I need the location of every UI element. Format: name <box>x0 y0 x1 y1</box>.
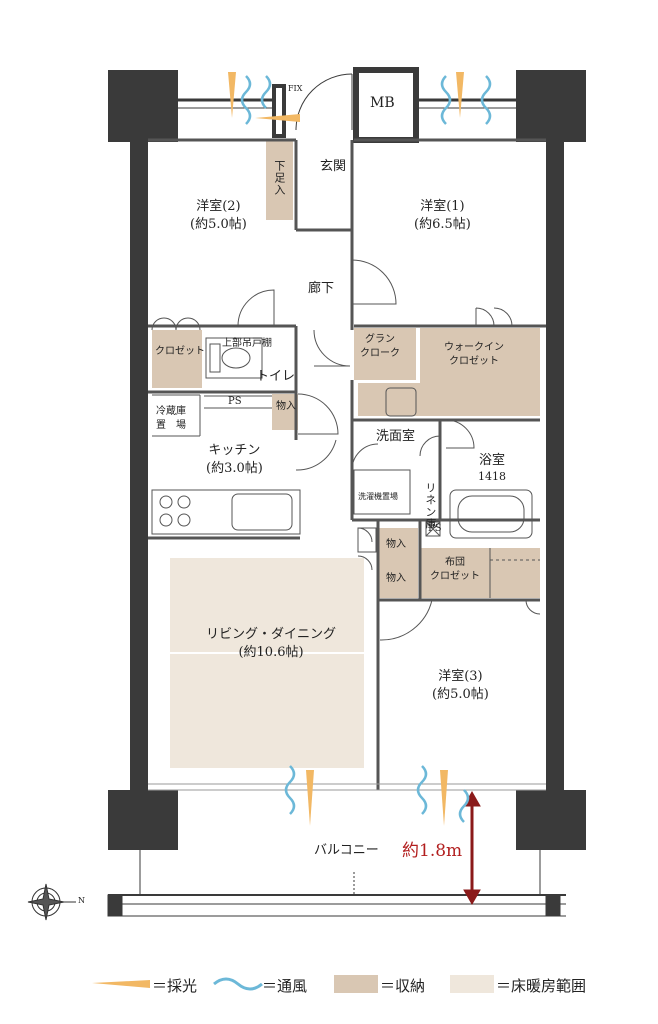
bath-size: 1418 <box>478 469 506 483</box>
room-western3: 洋室(3) (約5.0帖) <box>432 668 489 703</box>
kitchen-name: キッチン <box>208 443 261 458</box>
living-size: (約10.6帖) <box>238 644 304 660</box>
mb-label: MB <box>370 95 395 111</box>
storage-label-2: 物入 <box>386 539 406 550</box>
upper-cabinet-label: 上部吊戸棚 <box>222 338 272 349</box>
legend-storage-text: ＝収納 <box>380 976 426 995</box>
futon-closet-label: 布団 クロゼット <box>430 556 480 583</box>
western3-size: (約5.0帖) <box>432 686 489 702</box>
western2-name: 洋室(2) <box>196 199 241 214</box>
washroom-label: 洗面室 <box>376 429 416 444</box>
toilet-label: トイレ <box>256 369 296 384</box>
room-western1: 洋室(1) (約6.5帖) <box>414 198 471 233</box>
western3-name: 洋室(3) <box>438 669 483 684</box>
dimension-arrow <box>463 790 481 906</box>
living-name: リビング・ダイニング <box>206 627 337 642</box>
legend-light-text: ＝採光 <box>152 976 198 995</box>
legend-wind-text: ＝通風 <box>262 976 308 995</box>
kitchen-size: (約3.0帖) <box>206 460 263 476</box>
grand-cloak-line1: グラン <box>365 334 395 345</box>
room-western2: 洋室(2) (約5.0帖) <box>190 198 247 233</box>
storage-label-1: 物入 <box>276 401 296 412</box>
wind-indicators <box>240 75 492 823</box>
entrance-label: 玄関 <box>320 159 347 174</box>
closet-label: クロゼット <box>155 346 205 357</box>
room-living: リビング・ダイニング (約10.6帖) <box>206 626 336 661</box>
room-kitchen: キッチン (約3.0帖) <box>206 442 263 477</box>
fixtures <box>151 337 540 598</box>
walkin-line2: クロゼット <box>449 355 499 367</box>
western2-size: (約5.0帖) <box>190 216 247 232</box>
storage-label-3: 物入 <box>386 573 406 584</box>
fridge-line2: 置 場 <box>156 419 186 431</box>
walkin-closet-label: ウォークイン クロゼット <box>444 341 504 368</box>
ps-label-2: PS <box>428 523 442 534</box>
legend-wind: ＝通風 <box>262 968 307 1002</box>
grand-cloak-label: グラン クローク <box>360 333 400 360</box>
shoe-box-label: 下足入 <box>272 160 286 196</box>
futon-line1: 布団 <box>445 557 465 568</box>
fridge-line1: 冷蔵庫 <box>156 406 186 417</box>
western1-size: (約6.5帖) <box>414 216 471 232</box>
washer-label: 洗濯機置場 <box>358 492 398 501</box>
legend-light: ＝採光 <box>152 968 197 1002</box>
storage-areas <box>152 140 540 598</box>
legend-storage: ＝収納 <box>380 968 425 1002</box>
walkin-line1: ウォークイン <box>444 342 504 353</box>
linen-label: リネン庫 <box>423 482 437 530</box>
western1-name: 洋室(1) <box>420 199 465 214</box>
light-indicators <box>228 72 464 826</box>
legend-heating-text: ＝床暖房範囲 <box>496 976 587 995</box>
legend-heating: ＝床暖房範囲 <box>496 968 586 1002</box>
bath-name: 浴室 <box>478 453 505 468</box>
floor-heating-area <box>170 558 364 768</box>
grand-cloak-line2: クローク <box>360 347 400 359</box>
legend-icons <box>92 975 494 993</box>
exterior-walls <box>108 70 586 850</box>
ps-label: PS <box>228 396 242 407</box>
fix-label: FIX <box>288 84 303 93</box>
balcony-label: バルコニー <box>314 843 379 858</box>
hallway-label: 廊下 <box>308 281 335 296</box>
futon-line2: クロゼット <box>430 570 480 582</box>
room-bath: 浴室 1418 <box>478 452 506 484</box>
compass-icon <box>27 883 76 921</box>
compass-label: N <box>78 896 85 905</box>
dimension-label: 約1.8m <box>402 841 463 861</box>
fridge-label: 冷蔵庫 置 場 <box>156 405 186 432</box>
balcony-structure <box>107 850 566 917</box>
